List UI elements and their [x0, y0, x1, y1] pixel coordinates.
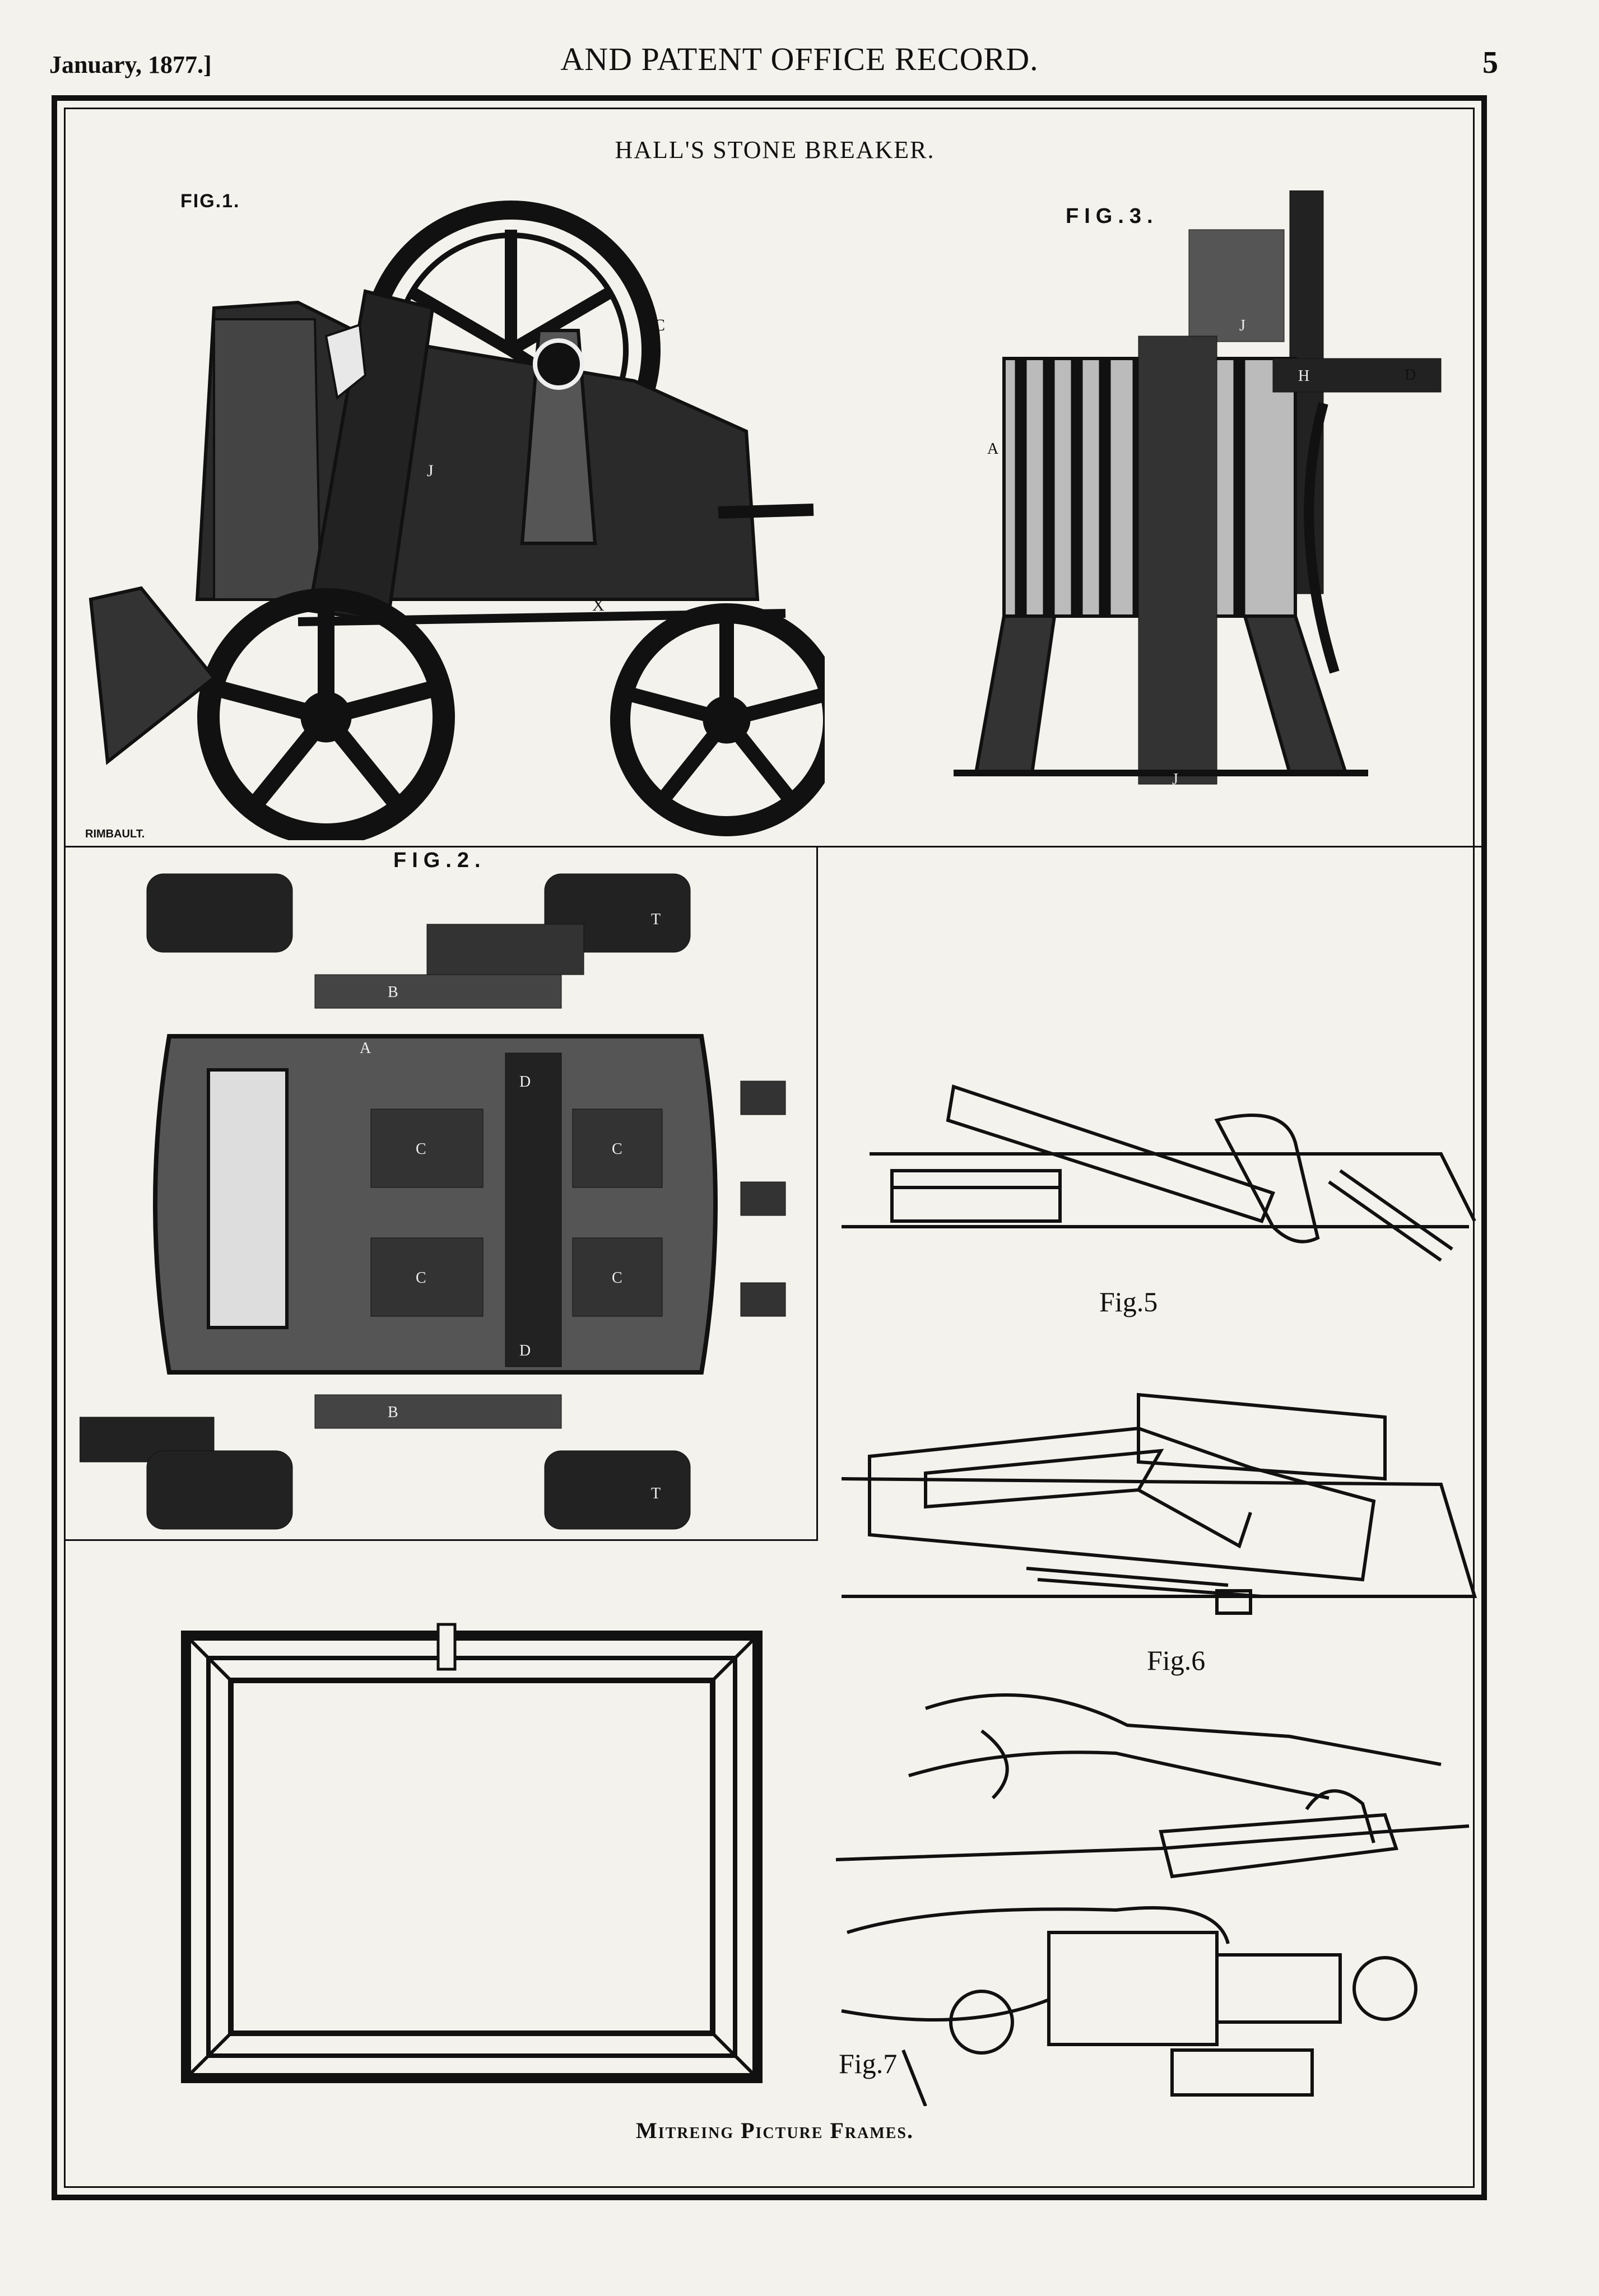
fig2-letter-D-bottom: D: [519, 1342, 531, 1359]
engraver-signature: RIMBAULT.: [85, 828, 145, 840]
fig6-mitre-block-illustration: [841, 1392, 1477, 1615]
plate-inner-border: [64, 108, 1475, 2188]
fig3-letter-D: D: [1405, 366, 1416, 384]
fig2-letter-A: A: [360, 1040, 371, 1057]
running-head: January, 1877.] AND PATENT OFFICE RECORD…: [0, 40, 1599, 91]
fig3-letter-H: H: [1298, 367, 1309, 385]
fig1-letter-B: B: [561, 211, 573, 229]
fig1-letter-X: X: [592, 596, 605, 614]
fig2-letter-B-bottom: B: [388, 1404, 398, 1421]
fig5-sawing-mitre-illustration: [842, 1084, 1476, 1262]
fig1-label: FIG.1.: [180, 190, 240, 212]
page-number: 5: [1482, 45, 1498, 80]
fig7-clamping-frame-corner-illustration: [835, 1693, 1470, 2106]
fig2-letter-T-top: T: [651, 911, 661, 928]
divider-horizontal-lower: [64, 1539, 818, 1541]
fig2-letter-B-top: B: [388, 984, 398, 1001]
plate-title-mitreing-frames: Mitreing Picture Frames.: [635, 2118, 914, 2143]
journal-title: AND PATENT OFFICE RECORD.: [560, 41, 1039, 77]
fig1-letter-C: C: [654, 316, 665, 334]
fig1-stone-breaker-side-view: B C J X Y: [89, 201, 825, 840]
fig3-stone-breaker-end-view: H D J A J: [954, 190, 1442, 788]
mitred-picture-frame-illustration: [181, 1623, 763, 2083]
fig6-label: Fig.6: [1147, 1645, 1206, 1676]
fig1-letter-J: J: [427, 462, 434, 480]
fig2-letter-C-3: C: [416, 1269, 426, 1287]
fig2-stone-breaker-plan-view: T B D C C C C D B T A: [80, 873, 786, 1530]
fig2-letter-C-1: C: [416, 1140, 426, 1158]
fig3-label: FIG.3.: [1066, 204, 1159, 228]
fig3-letter-A: A: [987, 440, 999, 458]
fig7-label: Fig.7: [839, 2048, 898, 2079]
issue-date: January, 1877.]: [49, 51, 212, 78]
fig2-label: FIG.2.: [393, 849, 486, 872]
fig1-letter-Y: Y: [757, 613, 770, 631]
fig2-letter-C-2: C: [612, 1140, 622, 1158]
fig3-letter-J-top: J: [1239, 317, 1245, 334]
divider-vertical-fig2: [816, 846, 818, 1539]
fig2-letter-T-bottom: T: [651, 1485, 661, 1502]
fig5-label: Fig.5: [1099, 1286, 1158, 1317]
fig3-letter-J-bottom: J: [1172, 771, 1178, 788]
fig2-letter-C-4: C: [612, 1269, 622, 1287]
illustration-plate: HALL'S STONE BREAKER. FIG.1.: [52, 95, 1487, 2200]
fig2-letter-D-top: D: [519, 1073, 531, 1091]
plate-title-stone-breaker: HALL'S STONE BREAKER.: [615, 136, 935, 164]
divider-horizontal-upper: [64, 846, 1486, 847]
